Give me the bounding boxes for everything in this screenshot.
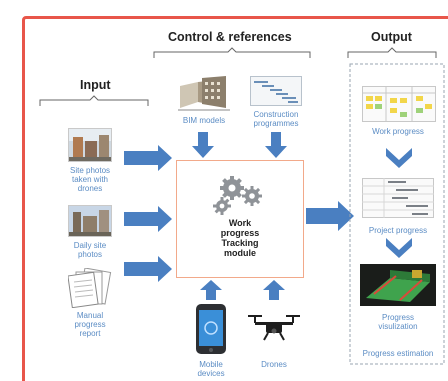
mobile-phone-icon: [196, 304, 226, 354]
input-caption-drone-photos: Site photos taken with drones: [60, 166, 120, 193]
module-line: Work: [228, 218, 252, 228]
caption-line: Manual: [76, 311, 104, 320]
input-brace: [39, 95, 149, 106]
arrow-device-mobile: [200, 280, 222, 300]
report-papers-icon: [68, 268, 112, 308]
arrow-device-drone: [263, 280, 285, 300]
caption-line: programmes: [253, 119, 299, 128]
arrow-input-1: [124, 145, 172, 171]
work-progress-board: [362, 86, 436, 122]
caption-line: Site photos: [69, 166, 111, 175]
site-photo-thumbnail: [68, 205, 112, 237]
caption-line: report: [79, 329, 101, 338]
module-line: progress: [220, 228, 260, 238]
drone-icon: [248, 315, 300, 341]
caption-line: drones: [77, 184, 103, 193]
output-brace: [347, 47, 437, 58]
arrow-input-2: [124, 206, 172, 232]
module-line: Tracking: [221, 238, 259, 248]
arrow-input-3: [124, 256, 172, 282]
control-brace: [153, 47, 311, 58]
device-caption-drones: Drones: [261, 360, 287, 369]
output-dashed-box: [349, 63, 445, 365]
control-caption-bim: BIM models: [182, 116, 226, 125]
input-caption-daily-photos: Daily site photos: [60, 241, 120, 259]
bim-building-icon: [178, 76, 230, 111]
caption-line: Mobile: [199, 360, 223, 369]
input-caption-manual-report: Manual progress report: [60, 311, 120, 338]
project-progress-table: [362, 178, 434, 218]
module-line: module: [223, 248, 256, 258]
device-caption-mobile: Mobile devices: [186, 360, 236, 378]
caption-line: Daily site: [73, 241, 107, 250]
progress-visualization-3d: [360, 264, 436, 306]
chevron-output-2: [386, 238, 412, 258]
output-footer: Progress estimation: [362, 349, 434, 358]
caption-line: photos: [77, 250, 103, 259]
output-caption-visualization: Progress visulization: [356, 313, 440, 331]
caption-line: taken with: [71, 175, 109, 184]
control-header: Control & references: [168, 30, 292, 44]
diagram-frame: [22, 16, 448, 381]
gears-icon: [213, 176, 262, 215]
caption-line: visulization: [378, 322, 418, 331]
caption-line: Construction: [253, 110, 299, 119]
arrow-control-bim: [192, 132, 214, 158]
gantt-chart-icon: [250, 76, 302, 106]
output-header: Output: [371, 30, 412, 44]
arrow-control-programmes: [265, 132, 287, 158]
control-caption-programmes: Construction programmes: [244, 110, 308, 128]
drone-photo-thumbnail: [68, 128, 112, 162]
caption-line: Progress: [381, 313, 414, 322]
caption-line: progress: [74, 320, 106, 329]
output-caption-project-progress: Project progress: [368, 226, 428, 235]
tracking-module-label: Work progress Tracking module: [176, 218, 304, 258]
chevron-output-1: [386, 148, 412, 168]
output-caption-work-progress: Work progress: [372, 127, 424, 136]
input-header: Input: [80, 78, 111, 92]
caption-line: devices: [197, 369, 225, 378]
arrow-module-output: [306, 201, 354, 231]
